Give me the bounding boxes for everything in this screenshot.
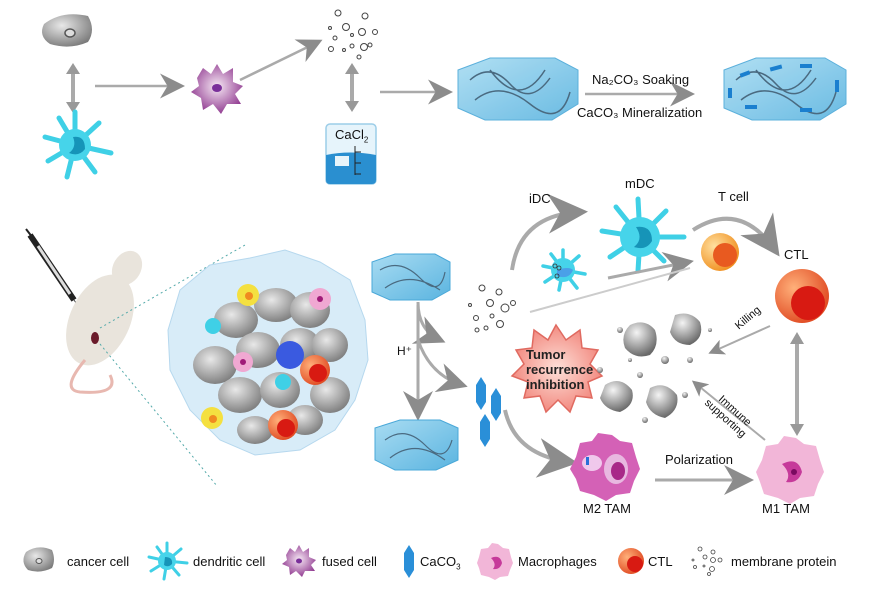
idc-label: iDC bbox=[529, 191, 551, 206]
double-arrow-icon bbox=[790, 332, 804, 436]
arrow bbox=[239, 39, 323, 82]
hydrogel-icon bbox=[371, 253, 451, 301]
membrane-protein-icon bbox=[328, 9, 378, 60]
tumor-burst-icon bbox=[510, 323, 604, 414]
legend-dendritic-cell-label: dendritic cell bbox=[193, 554, 266, 569]
mineralized-hydrogel-icon bbox=[723, 57, 847, 121]
h-plus-label: H⁺ bbox=[397, 344, 412, 358]
m2-tam-label: M2 TAM bbox=[583, 501, 631, 516]
mdc-label: mDC bbox=[625, 176, 655, 191]
legend-membrane-protein-label: membrane protein bbox=[731, 554, 837, 569]
cancer-cell-icon bbox=[42, 14, 92, 47]
fused-cell-icon bbox=[191, 64, 243, 114]
m1-tam-icon bbox=[756, 436, 824, 504]
arrow bbox=[416, 339, 468, 393]
legend-ctl-icon bbox=[618, 548, 644, 574]
m1-tam-label: M1 TAM bbox=[762, 501, 810, 516]
ctl-label: CTL bbox=[784, 247, 809, 262]
caco3-crystal-icon bbox=[476, 377, 501, 447]
ctl-cell-icon bbox=[775, 269, 829, 323]
immune-supporting-arrow bbox=[691, 380, 766, 441]
hydrogel-icon bbox=[457, 57, 579, 121]
arrow bbox=[510, 193, 588, 271]
t-cell-label: T cell bbox=[718, 189, 749, 204]
arrow bbox=[529, 267, 691, 313]
m2-tam-icon bbox=[570, 433, 640, 501]
mdc-cell-icon bbox=[599, 196, 687, 274]
arrow bbox=[411, 301, 446, 344]
dead-cancer-cells-icon bbox=[597, 313, 712, 423]
legend-fused-cell-icon bbox=[282, 545, 316, 577]
arrow bbox=[607, 251, 694, 282]
legend-fused-cell-label: fused cell bbox=[322, 554, 377, 569]
legend-membrane-protein-icon bbox=[691, 546, 723, 576]
arrow bbox=[503, 409, 578, 478]
cacl2-label: CaCl2 bbox=[335, 127, 369, 145]
legend-macrophages-label: Macrophages bbox=[518, 554, 597, 569]
tumor-recurrence-inhibition-label: Tumor recurrence inhibition bbox=[526, 347, 594, 392]
double-arrow-icon bbox=[66, 63, 80, 113]
polarization-label: Polarization bbox=[665, 452, 733, 467]
soaking-label: Na₂CO₃ Soaking bbox=[592, 72, 690, 87]
beaker-icon bbox=[325, 123, 377, 185]
membrane-protein-icon bbox=[468, 284, 516, 333]
legend-caco3-label: CaCO3 bbox=[420, 554, 461, 572]
legend-cancer-cell-icon bbox=[23, 547, 54, 572]
mineralization-label: CaCO₃ Mineralization bbox=[577, 105, 703, 120]
legend-dendritic-cell-icon bbox=[147, 541, 189, 581]
arrow bbox=[691, 212, 780, 257]
idc-cell-icon bbox=[541, 248, 587, 292]
legend-caco3-crystal-icon bbox=[404, 545, 414, 578]
legend-macrophage-icon bbox=[477, 543, 513, 580]
t-cell-icon bbox=[701, 233, 739, 271]
legend-ctl-label: CTL bbox=[648, 554, 673, 569]
tumor-microenvironment-icon bbox=[167, 249, 369, 456]
legend-cancer-cell-label: cancer cell bbox=[67, 554, 130, 569]
double-arrow-icon bbox=[345, 63, 359, 112]
mouse-icon bbox=[66, 250, 143, 394]
hydrogel-icon bbox=[374, 419, 459, 471]
zoom-line bbox=[99, 343, 218, 487]
dendritic-cell-icon bbox=[42, 109, 114, 180]
killing-arrow bbox=[708, 325, 771, 355]
